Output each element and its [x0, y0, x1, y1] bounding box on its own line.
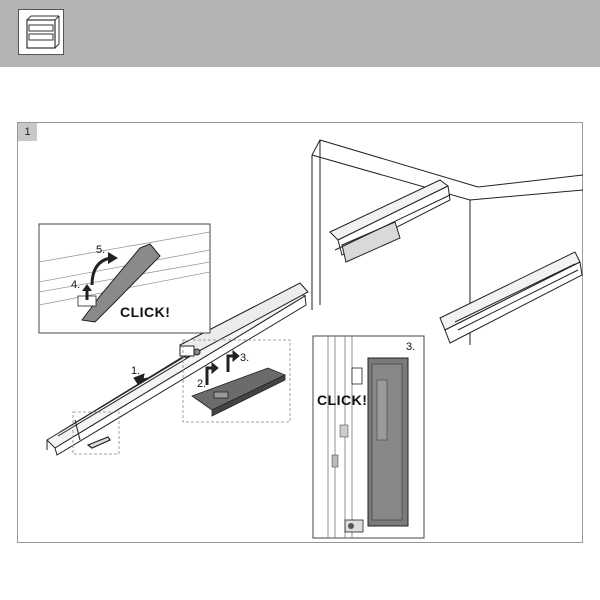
step-4-label: 4.: [71, 279, 80, 291]
detail-step-3-label: 3.: [406, 341, 415, 353]
drawer-runner: [46, 282, 309, 456]
cabinet-drawing: [311, 139, 584, 345]
detail-inset-top: [38, 223, 211, 334]
detail-inset-bottom: [312, 335, 425, 539]
step-5-label: 5.: [96, 244, 105, 256]
step-number-badge: 1: [18, 123, 37, 141]
step-3-label: 3.: [240, 352, 249, 364]
step-1-label: 1.: [131, 365, 140, 377]
header-bar: [0, 0, 600, 67]
locking-device: [191, 367, 286, 417]
dashed-callouts: [72, 339, 291, 455]
step-2-label: 2.: [197, 378, 206, 390]
hook-part: [86, 436, 111, 449]
drawer-icon: [18, 9, 64, 55]
click-text-detail: CLICK!: [317, 392, 367, 408]
arrows: [133, 349, 240, 385]
click-text-top: CLICK!: [120, 304, 170, 320]
